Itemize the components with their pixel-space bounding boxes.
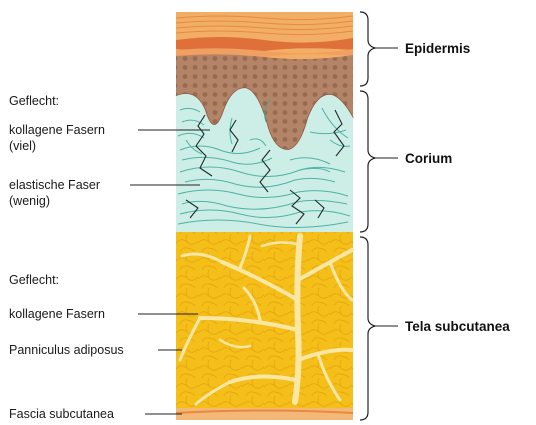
label-kollagene-fasern-2: kollagene Fasern	[9, 307, 105, 321]
label-panniculus-adiposus: Panniculus adiposus	[9, 343, 124, 357]
label-corium: Corium	[405, 151, 452, 166]
brace-corium	[360, 91, 398, 232]
brace-tela	[360, 237, 398, 420]
label-kollagene-fasern-1-note: (viel)	[9, 139, 36, 153]
label-kollagene-fasern-1: kollagene Fasern	[9, 123, 105, 137]
label-epidermis: Epidermis	[405, 41, 470, 56]
label-fascia-subcutanea: Fascia subcutanea	[9, 407, 114, 421]
label-tela-subcutanea: Tela subcutanea	[405, 319, 510, 334]
tela-subcutanea-layer	[176, 232, 353, 420]
label-geflecht-1: Geflecht:	[9, 94, 59, 108]
label-elastische-faser-note: (wenig)	[9, 194, 50, 208]
label-geflecht-2: Geflecht:	[9, 273, 59, 287]
label-elastische-faser: elastische Faser	[9, 178, 100, 192]
brace-epidermis	[360, 12, 398, 86]
